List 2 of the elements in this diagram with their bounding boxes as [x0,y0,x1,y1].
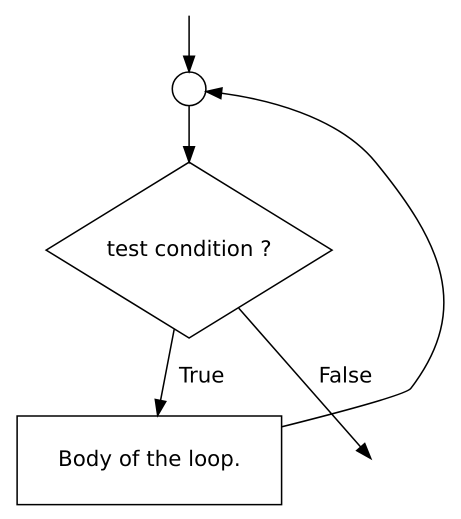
edge-label: True [179,364,224,389]
edge-label: False [318,364,372,389]
